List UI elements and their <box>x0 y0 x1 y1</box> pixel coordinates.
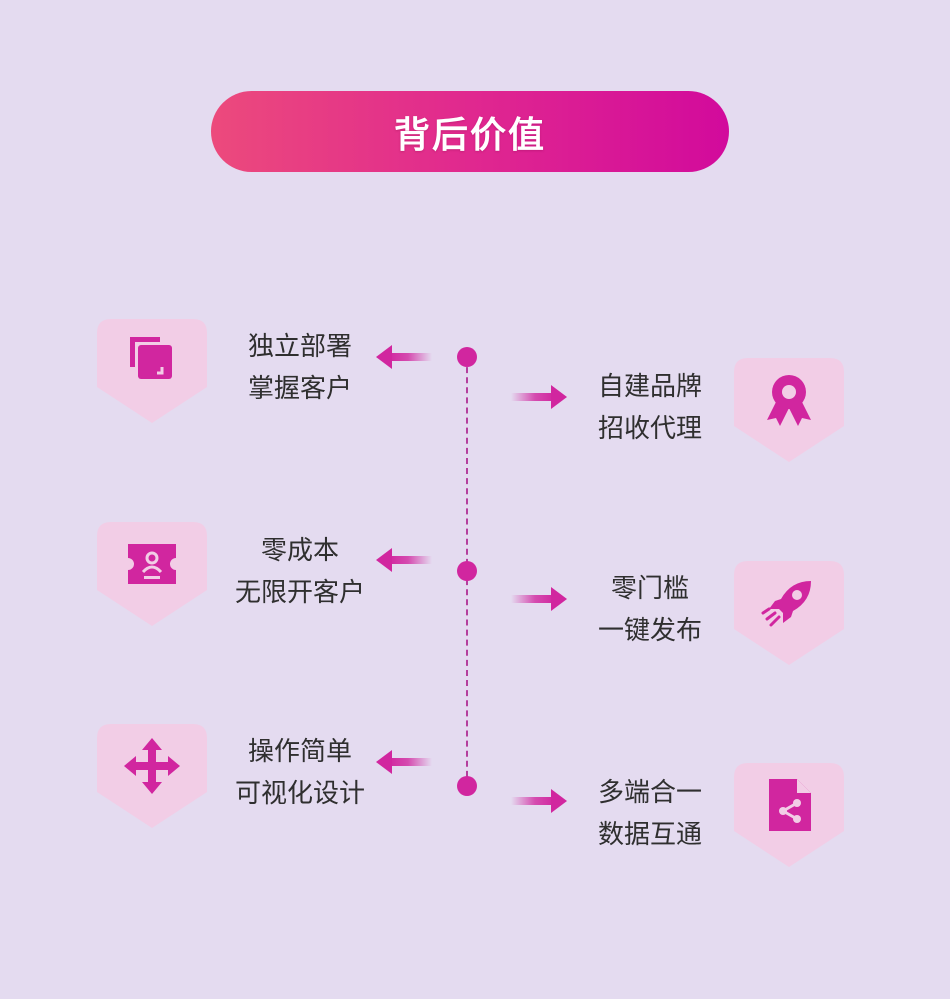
feature-line: 一键发布 <box>597 616 702 646</box>
feature-line: 多端合一 <box>597 778 702 808</box>
badge-award <box>734 358 844 462</box>
feature-line: 掌握客户 <box>247 374 352 404</box>
feature-line: 自建品牌 <box>597 372 702 402</box>
arrow-left-icon <box>376 548 432 572</box>
badge-move <box>97 724 207 828</box>
copy-icon <box>130 337 172 379</box>
arrow-left-icon <box>376 750 432 774</box>
feature-line: 独立部署 <box>247 332 352 362</box>
feature-line: 零成本 <box>260 536 339 566</box>
feature-label-left-3: 操作简单 可视化设计 <box>205 731 395 815</box>
feature-label-right-1: 自建品牌 招收代理 <box>555 366 745 450</box>
badge-rocket <box>734 561 844 665</box>
arrow-left-icon <box>376 345 432 369</box>
arrow-right-icon <box>511 385 567 409</box>
feature-line: 招收代理 <box>597 414 702 444</box>
move-arrows-icon <box>124 738 180 794</box>
feature-label-right-3: 多端合一 数据互通 <box>555 772 745 856</box>
arrow-right-icon <box>511 587 567 611</box>
feature-line: 操作简单 <box>247 737 352 767</box>
arrow-right-icon <box>511 789 567 813</box>
feature-label-left-2: 零成本 无限开客户 <box>205 530 395 614</box>
share-file-icon <box>769 779 811 831</box>
timeline-dot <box>457 561 477 581</box>
feature-label-right-2: 零门槛 一键发布 <box>555 568 745 652</box>
feature-line: 零门槛 <box>610 574 689 604</box>
rocket-icon <box>761 581 811 627</box>
page-title: 背后价值 <box>393 114 546 156</box>
badge-share-file <box>734 763 844 867</box>
badge-user-ticket <box>97 522 207 626</box>
title-banner: 背后价值 <box>211 91 729 172</box>
feature-line: 数据互通 <box>597 820 702 850</box>
user-ticket-icon <box>128 544 176 584</box>
timeline-dot <box>457 347 477 367</box>
award-ribbon-icon <box>767 375 811 426</box>
feature-label-left-1: 独立部署 掌握客户 <box>205 326 395 410</box>
timeline-dot <box>457 776 477 796</box>
feature-line: 无限开客户 <box>234 578 365 608</box>
badge-copy <box>97 319 207 423</box>
feature-line: 可视化设计 <box>234 779 365 809</box>
